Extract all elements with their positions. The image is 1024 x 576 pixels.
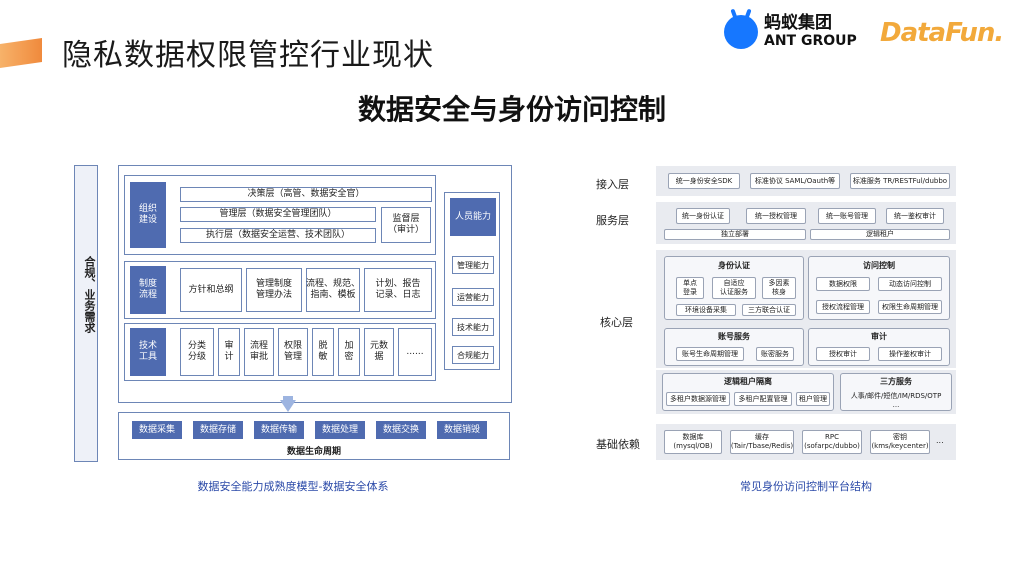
label-service-layer: 服务层 [596, 214, 629, 227]
tenant-datasource: 多租户数据源管理 [666, 392, 730, 406]
down-arrow-stem [283, 396, 293, 402]
auth-adaptive: 自适应 认证服务 [712, 277, 756, 299]
life-process: 数据处理 [315, 421, 365, 439]
capability-technical: 技术能力 [452, 318, 494, 336]
capability-management: 管理能力 [452, 256, 494, 274]
right-caption: 常见身份访问控制平台结构 [740, 480, 872, 493]
third-group [840, 373, 952, 411]
auth-env: 环境设备采集 [676, 304, 736, 316]
regulation-box: 管理制度 管理办法 [246, 268, 302, 312]
tech-tool-6: 加 密 [338, 328, 360, 376]
audit-title: 审计 [871, 332, 887, 341]
audit-op: 操作鉴权审计 [878, 347, 942, 361]
lifecycle-title: 数据生命周期 [286, 447, 341, 457]
capability-operation: 运营能力 [452, 288, 494, 306]
access-service: 标准服务 TR/RESTFul/dubbo [850, 173, 950, 189]
tech-tool-7: 元数 据 [364, 328, 394, 376]
people-group [444, 192, 500, 370]
tech-group [124, 323, 436, 381]
service-audit: 统一鉴权审计 [886, 208, 944, 224]
ant-logo-icon [724, 15, 758, 49]
datafun-logo: DataFun. [880, 18, 1004, 48]
audit-layer: 监督层 （审计） [381, 207, 431, 243]
auth-title: 身份认证 [718, 261, 750, 270]
org-group [124, 175, 436, 255]
report-box: 计划、报告 记录、日志 [364, 268, 432, 312]
tech-tool-1: 分类 分级 [180, 328, 214, 376]
access-sdk: 统一身份安全SDK [668, 173, 740, 189]
life-transfer: 数据传输 [254, 421, 304, 439]
account-title: 账号服务 [718, 332, 750, 341]
life-store: 数据存储 [193, 421, 243, 439]
tech-label: 技术 工具 [130, 328, 166, 376]
ac-lifecycle: 权限生命周期管理 [878, 300, 942, 314]
base-kms: 密钥 (kms/keycenter) [870, 430, 930, 454]
capability-compliance: 合规能力 [452, 346, 494, 364]
tech-tool-5: 脱 敏 [312, 328, 334, 376]
access-ctrl-title: 访问控制 [863, 261, 895, 270]
tenant-config: 多租户配置管理 [734, 392, 792, 406]
decision-layer: 决策层（高管、数据安全官） [180, 187, 432, 202]
side-label: 合规、业务需求 [83, 256, 96, 333]
tech-tool-2: 审 计 [218, 328, 240, 376]
page-subtitle: 数据安全与身份访问控制 [357, 93, 666, 126]
life-exchange: 数据交换 [376, 421, 426, 439]
auth-sso: 单点 登录 [676, 277, 704, 299]
page-title: 隐私数据权限管控行业现状 [62, 38, 434, 73]
life-collect: 数据采集 [132, 421, 182, 439]
ac-dynamic: 动态访问控制 [878, 277, 942, 291]
execution-layer: 执行层（数据安全运营、技术团队） [180, 228, 376, 243]
service-standalone: 独立部署 [664, 229, 806, 240]
org-label: 组织 建设 [130, 182, 166, 248]
ac-data: 数据权限 [816, 277, 870, 291]
service-authorize: 统一授权管理 [746, 208, 806, 224]
base-rpc: RPC (sofarpc/dubbo) [802, 430, 862, 454]
access-protocol: 标准协议 SAML/Oauth等 [750, 173, 840, 189]
ant-logo-en: ANT GROUP [764, 33, 857, 49]
title-accent-bar [0, 38, 42, 68]
auth-third: 三方联合认证 [742, 304, 796, 316]
left-caption: 数据安全能力成熟度模型-数据安全体系 [197, 480, 389, 493]
process-group [124, 261, 436, 319]
life-destroy: 数据销毁 [437, 421, 487, 439]
service-account: 统一账号管理 [818, 208, 876, 224]
down-arrow-icon [280, 400, 296, 412]
auth-mfa: 多因素 核身 [762, 277, 796, 299]
ant-group-logo: 蚂蚁集团 ANT GROUP [724, 14, 857, 50]
account-lifecycle: 账号生命周期管理 [676, 347, 744, 361]
process-label: 制度 流程 [130, 266, 166, 314]
base-more: ... [936, 436, 944, 445]
ant-logo-cn: 蚂蚁集团 [764, 13, 832, 33]
tech-tool-more: ...... [398, 328, 432, 376]
security-system-frame [118, 165, 512, 403]
label-base-layer: 基础依赖 [596, 438, 640, 451]
third-title: 三方服务 [880, 377, 912, 386]
management-layer: 管理层（数据安全管理团队） [180, 207, 376, 222]
base-cache: 缓存 (Tair/Tbase/Redis) [730, 430, 794, 454]
account-password: 账密服务 [756, 347, 794, 361]
base-db: 数据库 (mysql/OB) [664, 430, 722, 454]
service-tenant: 逻辑租户 [810, 229, 950, 240]
label-core-layer: 核心层 [600, 316, 633, 329]
people-label: 人员能力 [450, 198, 496, 236]
compliance-side-bar: 合规、业务需求 [74, 165, 98, 462]
ac-flow: 授权流程管理 [816, 300, 870, 314]
service-auth: 统一身份认证 [676, 208, 730, 224]
tech-tool-4: 权限 管理 [278, 328, 308, 376]
tech-tool-3: 流程 审批 [244, 328, 274, 376]
label-access-layer: 接入层 [596, 178, 629, 191]
tenant-title: 逻辑租户隔离 [724, 377, 772, 386]
tenant-manage: 租户管理 [796, 392, 830, 406]
policy-box: 方针和总纲 [180, 268, 242, 312]
audit-auth: 授权审计 [816, 347, 870, 361]
guideline-box: 流程、规范、 指南、模板 [306, 268, 360, 312]
lifecycle-group [118, 412, 510, 460]
third-services: 人事/邮件/短信/IM/RDS/OTP ... [850, 392, 942, 409]
